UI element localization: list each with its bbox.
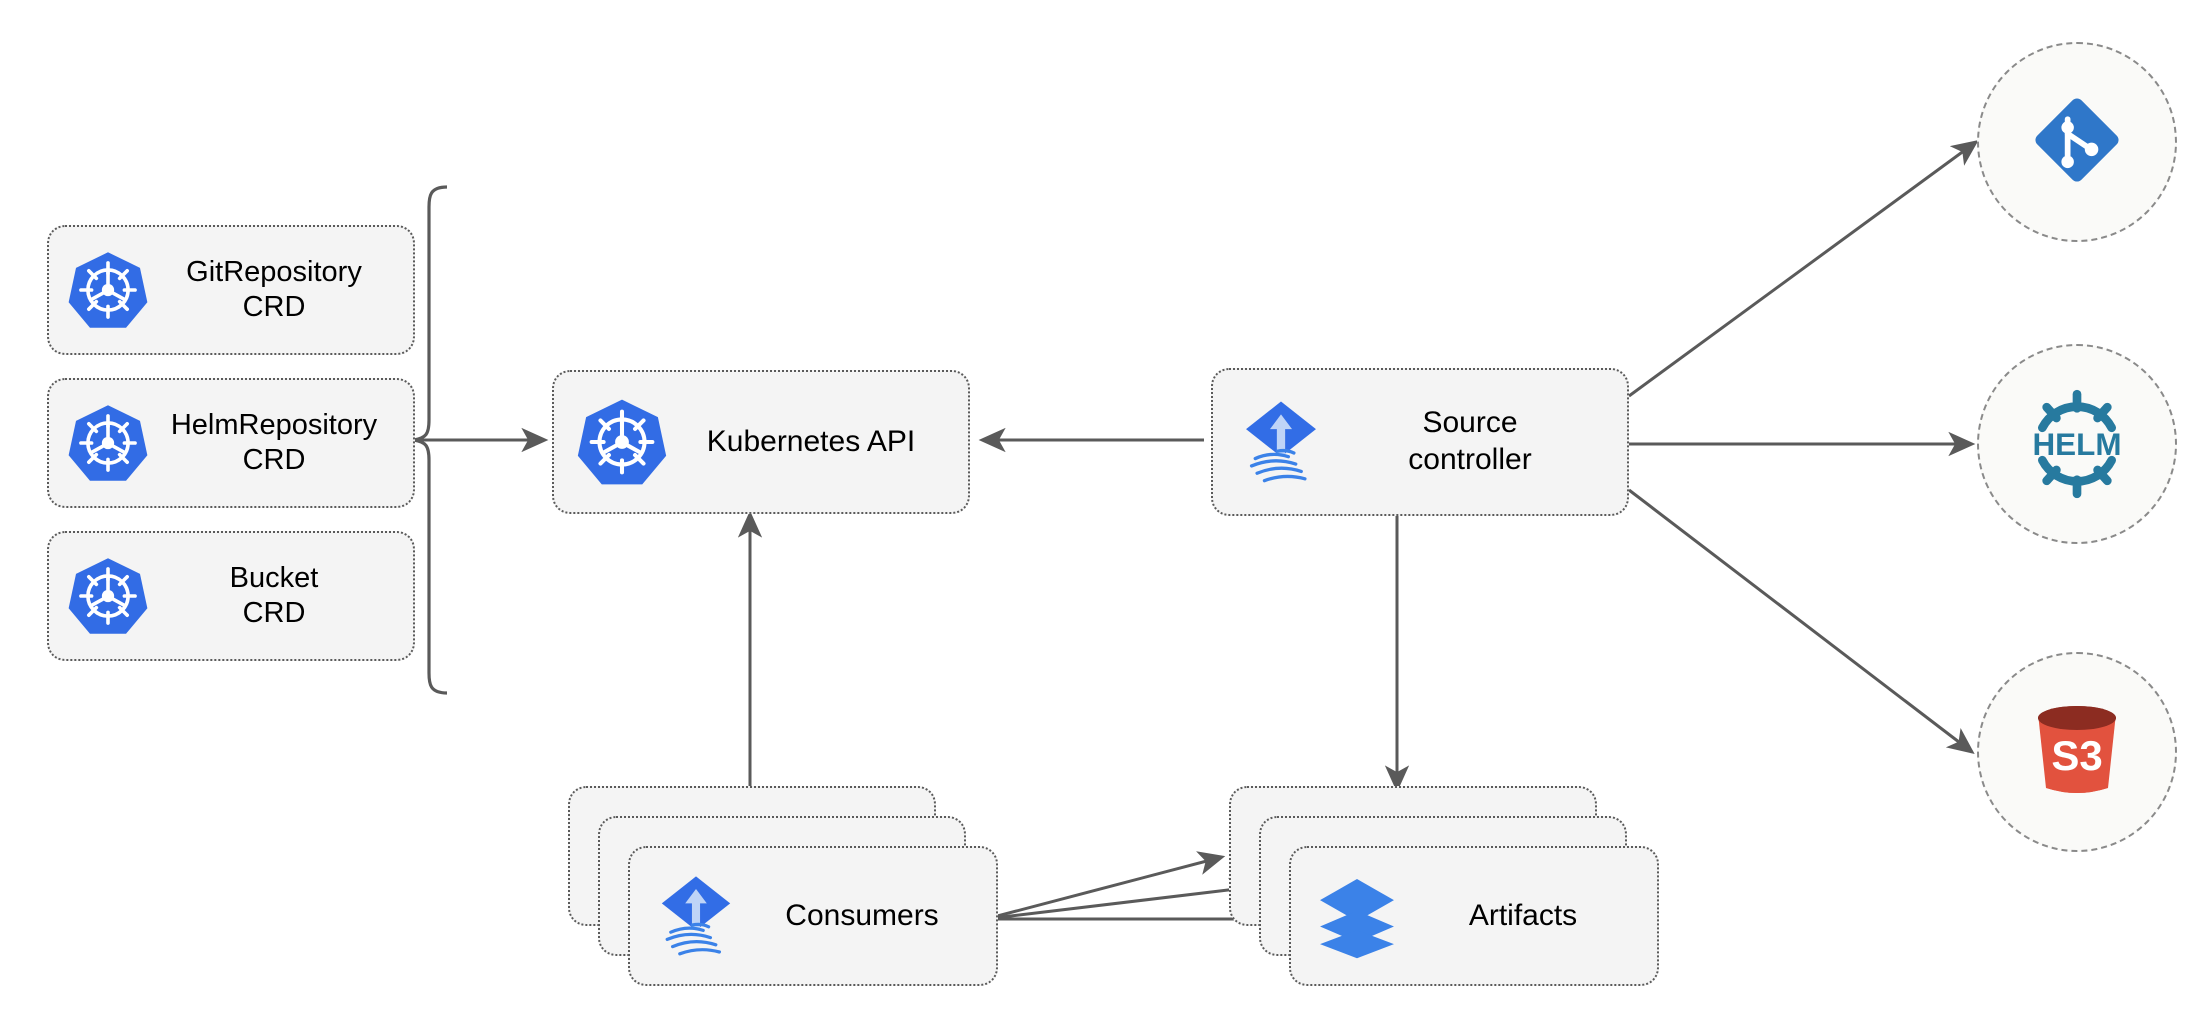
crd-card-label: GitRepository CRD: [186, 255, 362, 323]
node-kubernetes-api[interactable]: Kubernetes API: [552, 370, 970, 514]
kubernetes-icon: [67, 249, 149, 331]
external-git[interactable]: [1977, 42, 2177, 242]
node-source-controller-label: Source controller: [1408, 406, 1532, 476]
edge-consumers-to-artifacts-1: [985, 851, 1226, 921]
node-consumers-stack[interactable]: Consumers: [568, 786, 998, 986]
kubernetes-icon: [576, 396, 668, 488]
flux-icon: [650, 870, 742, 962]
s3-bucket-icon: S3: [2017, 692, 2137, 812]
edge-source-to-git: [1628, 140, 1979, 398]
helm-wordmark: HELM: [2033, 427, 2122, 462]
node-artifacts-stack[interactable]: Artifacts: [1229, 786, 1659, 986]
artifacts-card-front[interactable]: Artifacts: [1289, 846, 1659, 986]
external-helm[interactable]: HELM: [1977, 344, 2177, 544]
node-kubernetes-api-label: Kubernetes API: [706, 424, 916, 458]
crd-card-helmrepository[interactable]: HelmRepository CRD: [47, 378, 415, 508]
crd-card-label: HelmRepository CRD: [170, 408, 378, 476]
git-icon: [2025, 88, 2129, 197]
crd-card-gitrepository[interactable]: GitRepository CRD: [47, 225, 415, 355]
external-s3[interactable]: S3: [1977, 652, 2177, 852]
consumers-card-front[interactable]: Consumers: [628, 846, 998, 986]
edge-consumers-to-artifacts-2: [985, 877, 1257, 921]
crd-card-bucket[interactable]: Bucket CRD: [47, 531, 415, 661]
kubernetes-icon: [67, 555, 149, 637]
layers-icon: [1311, 870, 1403, 962]
node-consumers-label: Consumers: [785, 898, 939, 932]
edge-source-to-s3: [1628, 488, 1975, 755]
helm-icon: HELM: [2012, 379, 2142, 509]
kubernetes-icon: [67, 402, 149, 484]
crd-group-brace: [413, 185, 448, 695]
s3-wordmark: S3: [2051, 732, 2102, 779]
crd-card-label: Bucket CRD: [229, 561, 319, 629]
node-artifacts-label: Artifacts: [1468, 898, 1578, 932]
flux-icon: [1235, 396, 1327, 488]
node-source-controller[interactable]: Source controller: [1211, 368, 1629, 516]
